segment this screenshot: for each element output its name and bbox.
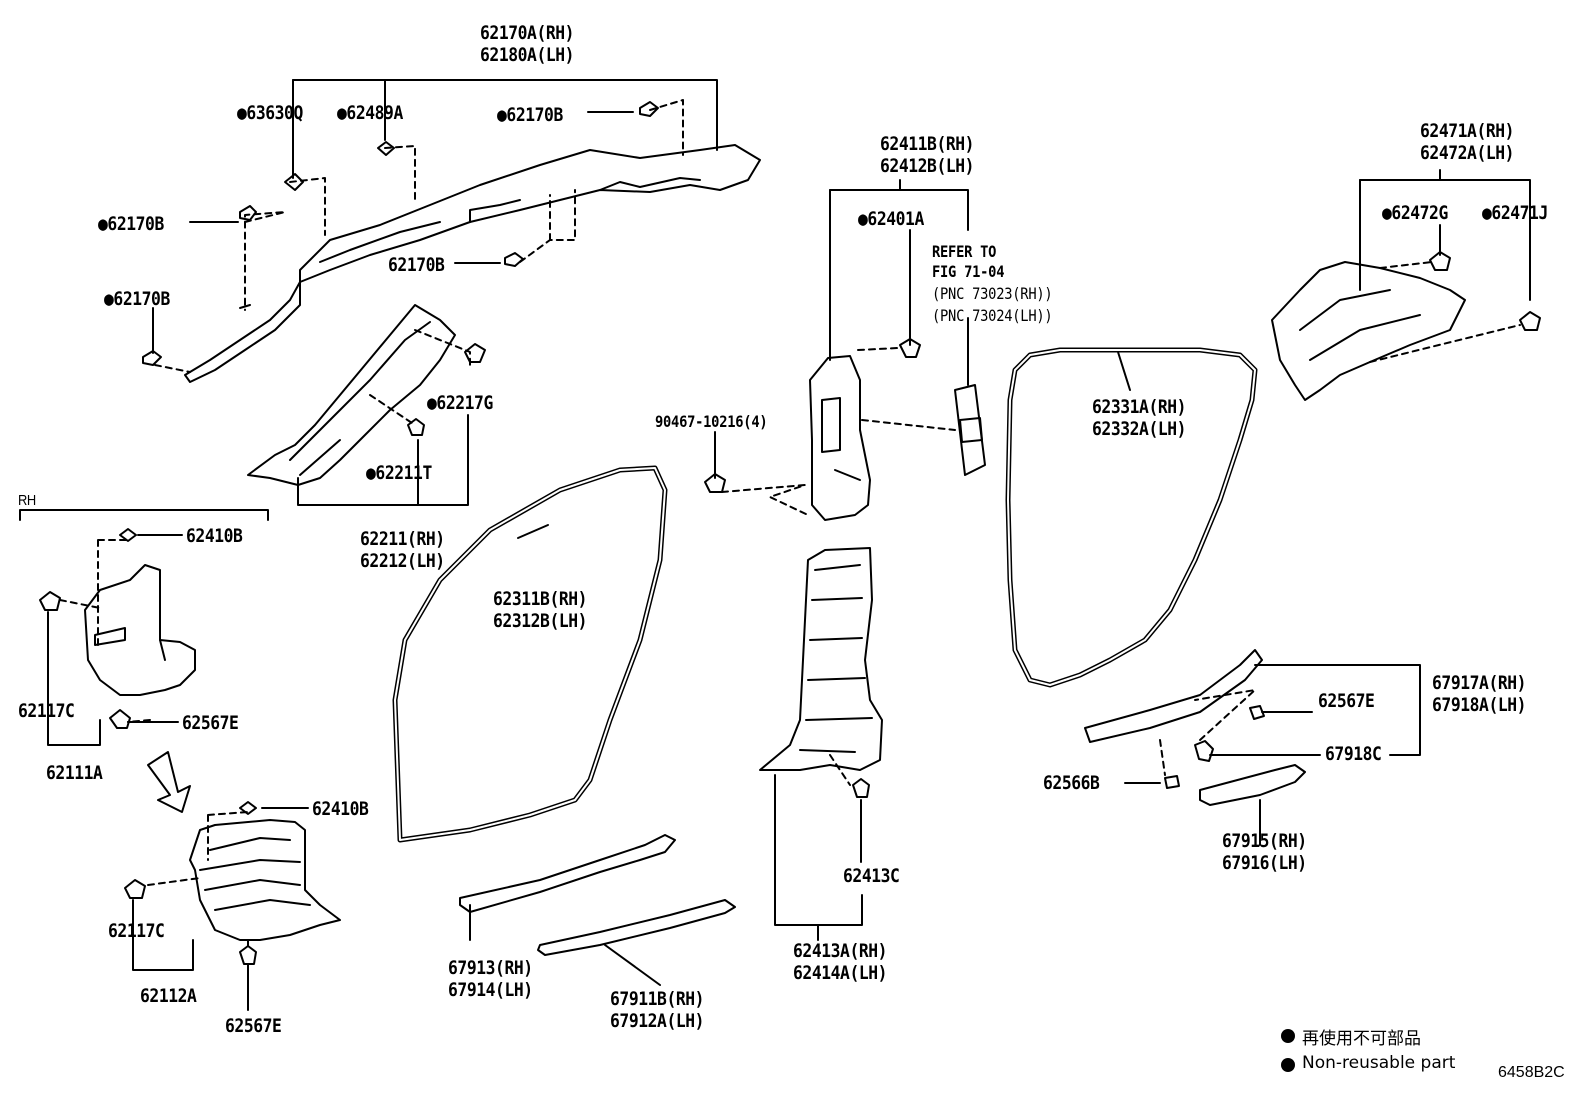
label-62170A: 62170A(RH) [480,22,575,44]
label-67911B: 67911B(RH) [610,988,705,1010]
label-62211T: ●62211T [366,462,432,484]
refer-line-1: REFER TO [932,242,997,261]
label-62567E-a: 62567E [182,712,239,734]
group-label-rh: RH [18,492,36,509]
label-62413C: 62413C [843,865,900,887]
label-62311B: 62311B(RH) [493,588,588,610]
label-62170B-lower: ●62170B [104,288,170,310]
label-62566B: 62566B [1043,772,1100,794]
label-62471J: ●62471J [1482,202,1548,224]
rear-door-weatherstrip [1005,347,1258,688]
rear-scuff-plates [1084,649,1421,846]
label-62170B-mid: 62170B [388,254,445,276]
label-62489A: ●62489A [337,102,403,124]
bullet-icon [1281,1058,1295,1072]
label-62412B: 62412B(LH) [880,155,975,177]
arrow-icon [147,751,191,813]
label-62413A: 62413A(RH) [793,940,888,962]
label-62567E-c: 62567E [1318,690,1375,712]
label-62211: 62211(RH) [360,528,445,550]
clip-icon [852,778,870,798]
legend-japanese: 再使用不可部品 [1302,1029,1421,1049]
legend-english: Non-reusable part [1302,1053,1456,1073]
label-67914: 67914(LH) [448,979,533,1001]
label-62410B-b: 62410B [312,798,369,820]
clip-icon [124,801,257,965]
clip-icon [142,101,659,366]
label-67918A: 67918A(LH) [1432,694,1527,716]
label-67912A: 67912A(LH) [610,1010,705,1032]
front-door-weatherstrip [392,465,668,843]
label-62331A: 62331A(RH) [1092,396,1187,418]
label-62111A: 62111A [46,762,103,784]
refer-line-3: (PNC 73023(RH)) [932,284,1053,303]
label-62411B: 62411B(RH) [880,133,975,155]
label-62567E-b: 62567E [225,1015,282,1037]
c-pillar-trim [1271,169,1541,401]
b-pillar-upper-trim [704,179,986,521]
label-62332A: 62332A(LH) [1092,418,1187,440]
label-62472G: ●62472G [1382,202,1448,224]
clip-icon [1429,251,1541,331]
label-62117C-a: 62117C [18,700,75,722]
label-62170B-top: ●62170B [497,104,563,126]
label-67913: 67913(RH) [448,957,533,979]
label-67916: 67916(LH) [1222,852,1307,874]
label-63630Q: ●63630Q [237,102,303,124]
label-67915: 67915(RH) [1222,830,1307,852]
label-62401A: ●62401A [858,208,924,230]
label-67918C: 67918C [1325,743,1382,765]
roof-rail-trim [142,79,761,383]
label-62312B: 62312B(LH) [493,610,588,632]
label-62471A: 62471A(RH) [1420,120,1515,142]
bullet-icon [1281,1029,1295,1043]
label-62472A: 62472A(LH) [1420,142,1515,164]
label-62112A: 62112A [140,985,197,1007]
refer-line-4: (PNC 73024(LH)) [932,306,1053,325]
label-90467-10216: 90467-10216(4) [655,412,768,431]
cowl-side-group [19,509,341,1011]
refer-line-2: FIG 71-04 [932,262,1005,281]
label-67917A: 67917A(RH) [1432,672,1527,694]
figure-code: 6458B2C [1498,1064,1565,1081]
label-62410B-a: 62410B [186,525,243,547]
label-62117C-b: 62117C [108,920,165,942]
label-62414A: 62414A(LH) [793,962,888,984]
a-pillar-trim [247,304,486,506]
b-pillar-lower-trim [759,547,883,941]
label-62170B-left: ●62170B [98,213,164,235]
clip-icon [407,343,486,436]
label-62212: 62212(LH) [360,550,445,572]
label-62217G: ●62217G [427,392,493,414]
clip-icon [704,338,921,493]
label-62180A: 62180A(LH) [480,44,575,66]
front-scuff-plates [459,834,736,986]
